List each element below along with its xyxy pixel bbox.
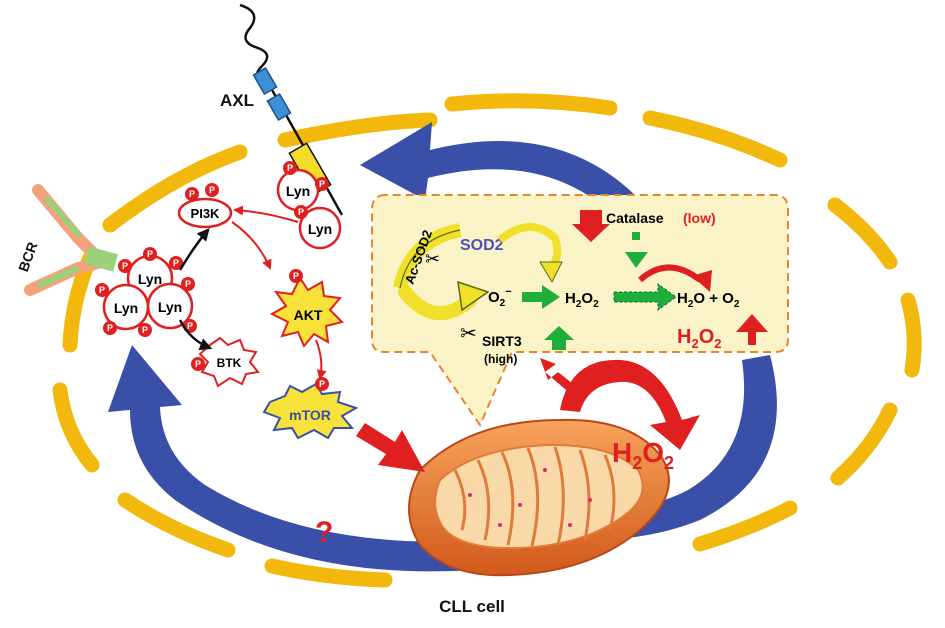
lyn-label-2: Lyn: [114, 300, 138, 316]
btk-node: BTK P: [191, 336, 260, 388]
sod2-label: SOD2: [460, 237, 504, 254]
svg-text:P: P: [319, 379, 325, 389]
axl-label: AXL: [220, 91, 254, 110]
svg-text:P: P: [173, 258, 179, 268]
mito-h2o2-label: H2O2: [612, 437, 674, 473]
svg-text:P: P: [185, 279, 191, 289]
mitochondrion: [408, 418, 670, 577]
ros-inset: [371, 194, 789, 428]
svg-text:P: P: [298, 207, 304, 217]
lyn-label-5: Lyn: [308, 221, 332, 237]
question-mark: ?: [315, 516, 333, 549]
cycle-arrow-top: [360, 122, 640, 212]
sirt3-label: SIRT3: [482, 333, 522, 349]
green-arrow-dashed: [613, 283, 677, 311]
catalase-label: Catalase: [606, 210, 664, 226]
bcr-label: BCR: [15, 240, 40, 274]
cycle-arrows: [108, 122, 777, 572]
mtor-to-mito-arrow: [356, 423, 425, 472]
cell-membrane: [52, 93, 922, 588]
caption-cll-cell: CLL cell: [439, 597, 505, 616]
svg-text:P: P: [209, 185, 215, 195]
akt-label: AKT: [294, 307, 323, 323]
bcr-receptor: BCR: [15, 184, 118, 296]
lyn-cluster-axl: Lyn Lyn P P P: [276, 161, 342, 250]
pi3k-label: PI3K: [191, 206, 221, 221]
svg-text:P: P: [319, 179, 325, 189]
mtor-node: mTOR P: [262, 377, 359, 440]
scissors-icon-1: ✂: [425, 249, 440, 269]
h2o2-up-arrow: [736, 314, 768, 345]
mito-to-inset-arrow: [560, 359, 700, 450]
btk-label: BTK: [217, 356, 242, 370]
catalase-status: (low): [683, 210, 716, 226]
svg-text:P: P: [195, 359, 201, 369]
scissors-icon-2: ✂: [460, 323, 477, 345]
sirt3-up-arrow: [544, 326, 574, 350]
h2o2-up-label: H2O2: [677, 326, 721, 351]
svg-text:P: P: [287, 163, 293, 173]
products-label: H2O + O2: [677, 290, 740, 310]
svg-text:P: P: [122, 261, 128, 271]
cristae: [453, 446, 616, 547]
mito-h2o2-arrow: [540, 358, 588, 400]
svg-text:P: P: [189, 189, 195, 199]
svg-text:P: P: [147, 249, 153, 259]
akt-node: AKT P: [269, 269, 344, 348]
inset-contents: Ac-SOD2 ✂ SOD2 Catalase (low) O2− H2O2 H…: [393, 210, 768, 366]
cycle-arrow-right: [590, 355, 777, 540]
svg-text:P: P: [293, 271, 299, 281]
cycle-arrow-left: [108, 345, 560, 572]
pi3k-node: PI3K P P: [177, 183, 233, 229]
superoxide-label: O2−: [488, 286, 512, 309]
svg-text:P: P: [99, 285, 105, 295]
lyn-label-3: Lyn: [158, 299, 182, 315]
lyn-cluster-bcr: Lyn Lyn Lyn P P P P P P P P: [95, 247, 197, 337]
mtor-label: mTOR: [289, 407, 331, 423]
green-arrow-1: [522, 285, 560, 309]
signaling-arrows: [178, 205, 327, 380]
h2o2-label: H2O2: [565, 290, 599, 310]
sirt3-status: (high): [484, 352, 517, 366]
svg-text:P: P: [142, 325, 148, 335]
lyn-label-4: Lyn: [286, 183, 310, 199]
catalase-down-arrow: [572, 210, 610, 242]
svg-text:P: P: [187, 321, 193, 331]
svg-text:P: P: [107, 323, 113, 333]
lyn-label-1: Lyn: [138, 271, 162, 287]
